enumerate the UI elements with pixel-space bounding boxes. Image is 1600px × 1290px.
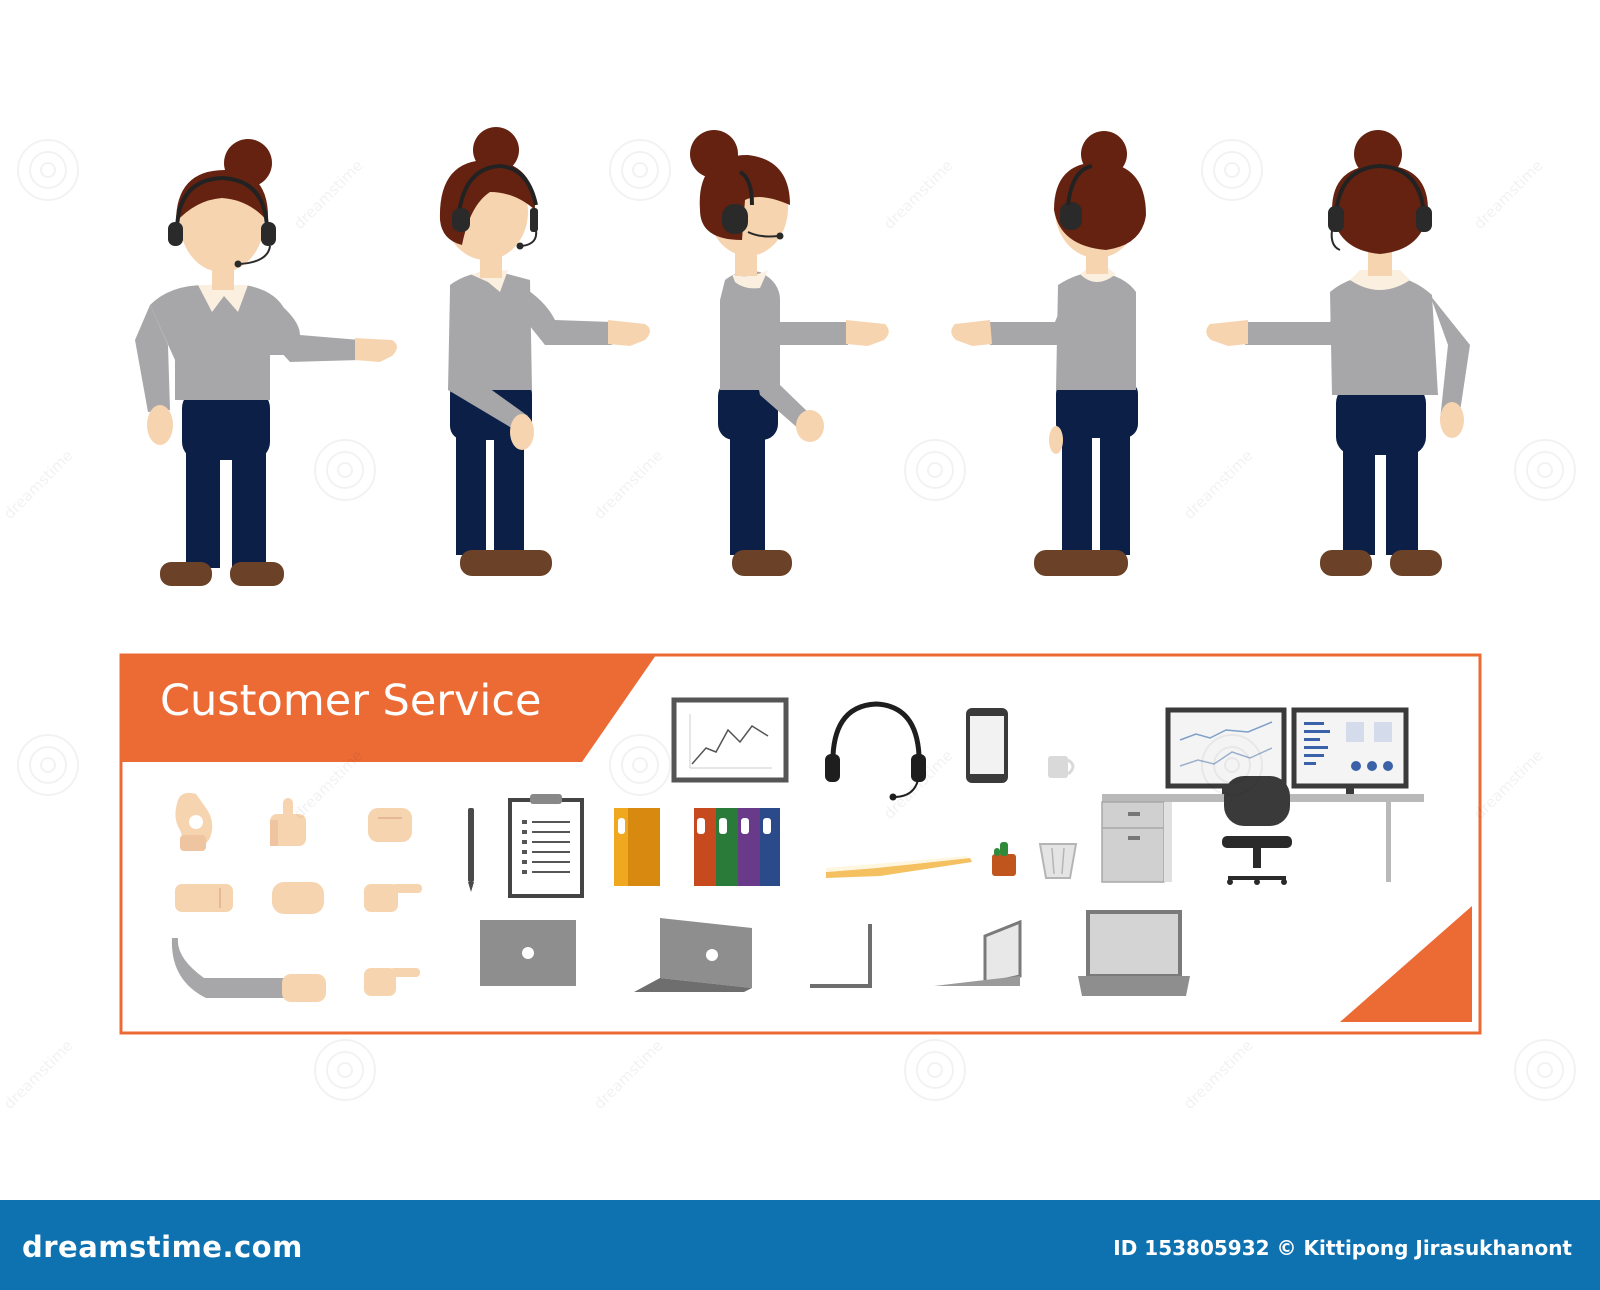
headset-icon — [825, 701, 926, 801]
office-chair-icon — [1222, 776, 1292, 885]
figure-back — [1206, 130, 1470, 576]
laptop-closed-back-icon — [480, 920, 576, 986]
binder-icon — [614, 808, 660, 886]
watermark-text-group: dreamstime dreamstime dreamstime dreamst… — [0, 156, 1546, 1112]
watermark-text: dreamstime — [0, 446, 76, 522]
footer-credit: ID 153805932 © Kittipong Jirasukhanont — [1113, 1236, 1572, 1260]
laptop-front-icon — [1078, 910, 1190, 996]
hand-closed-icon — [272, 882, 324, 914]
corner-accent — [1340, 906, 1472, 1022]
binders-group-icon — [694, 808, 780, 886]
watermark-text: dreamstime — [1180, 446, 1256, 522]
laptop-angled-icon — [634, 918, 752, 992]
watermark-text: dreamstime — [1470, 746, 1546, 822]
hand-fist-icon — [368, 808, 412, 842]
watermark-text: dreamstime — [880, 156, 956, 232]
potted-cactus-icon — [992, 842, 1016, 876]
watermark-text: dreamstime — [590, 446, 666, 522]
footer-bar: dreamstime.com ID 153805932 © Kittipong … — [0, 1200, 1600, 1290]
arm-with-hand-icon — [171, 938, 326, 1002]
watermark-text: dreamstime — [1470, 156, 1546, 232]
figure-back-right — [951, 131, 1146, 576]
clipboard-icon — [508, 794, 584, 898]
hand-ok-icon — [175, 792, 213, 851]
footer-site-name[interactable]: dreamstime.com — [22, 1230, 303, 1264]
figure-side — [690, 130, 889, 576]
hand-flat-icon — [175, 884, 233, 912]
figure-front — [135, 139, 397, 586]
coffee-cup-icon — [1048, 756, 1075, 778]
hand-pointing-icon — [364, 884, 422, 912]
chart-board-icon — [671, 697, 789, 783]
title-banner — [120, 655, 656, 762]
trash-can-icon — [1038, 843, 1078, 879]
monitor-line-chart-icon — [1165, 707, 1287, 794]
monitor-dashboard-icon — [1291, 707, 1409, 794]
watermark-text: dreamstime — [290, 746, 366, 822]
open-notebook-icon — [826, 856, 972, 878]
watermark-text: dreamstime — [0, 1036, 76, 1112]
watermark-spiral-icon — [17, 139, 1576, 1101]
laptop-side-icon — [810, 924, 872, 988]
hand-pointing-small-icon — [364, 968, 420, 996]
smartphone-icon — [966, 708, 1008, 783]
figure-three-quarter — [439, 127, 650, 576]
watermark-text: dreamstime — [590, 1036, 666, 1112]
pen-icon — [468, 808, 474, 892]
watermark-text: dreamstime — [290, 156, 366, 232]
banner-title: Customer Service — [160, 676, 542, 726]
watermark-text: dreamstime — [1180, 1036, 1256, 1112]
watermark-text: dreamstime — [880, 746, 956, 822]
hand-thumbs-up-icon — [270, 798, 306, 846]
laptop-three-quarter-icon — [934, 919, 1022, 986]
